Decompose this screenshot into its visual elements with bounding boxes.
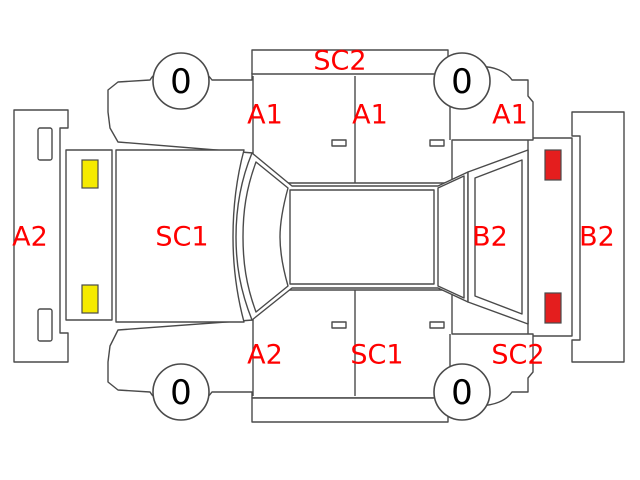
rear-right-lamp: [544, 292, 562, 324]
roof: [235, 152, 469, 321]
rear-left-lamp: [544, 149, 562, 181]
tire-front-top: 0: [152, 52, 210, 110]
front-right-lamp: [81, 284, 99, 314]
trunk: [467, 149, 529, 325]
bottom-rocker: [251, 397, 449, 423]
front-left-lamp: [81, 159, 99, 189]
tire-front-bottom: 0: [152, 363, 210, 421]
front-bumper: [13, 109, 69, 363]
code-trunk: B2: [472, 222, 508, 253]
tire-front-top-tread: 0: [170, 62, 192, 102]
code-top-edge: SC2: [313, 46, 366, 77]
rear-panel: [527, 137, 573, 337]
tire-rear-top: 0: [433, 52, 491, 110]
tire-rear-bottom: 0: [433, 363, 491, 421]
code-rear-bumper: B2: [579, 222, 615, 253]
tire-front-bottom-tread: 0: [170, 373, 192, 413]
front-panel: [65, 149, 113, 321]
code-rear-top-fender: A1: [492, 100, 528, 131]
rear-bumper: [571, 111, 625, 363]
tire-rear-bottom-tread: 0: [451, 373, 473, 413]
hood: [115, 149, 245, 323]
code-rear-bottom-fender: SC2: [491, 340, 544, 371]
tire-rear-top-tread: 0: [451, 62, 473, 102]
code-front-top-fender: A1: [247, 100, 283, 131]
top-rocker: [251, 49, 449, 75]
code-rear-bottom-door: SC1: [350, 340, 403, 371]
code-front-top-door: A1: [352, 100, 388, 131]
code-front-bumper: A2: [12, 222, 48, 253]
code-hood: SC1: [155, 222, 208, 253]
code-front-bottom-fender: A2: [247, 340, 283, 371]
